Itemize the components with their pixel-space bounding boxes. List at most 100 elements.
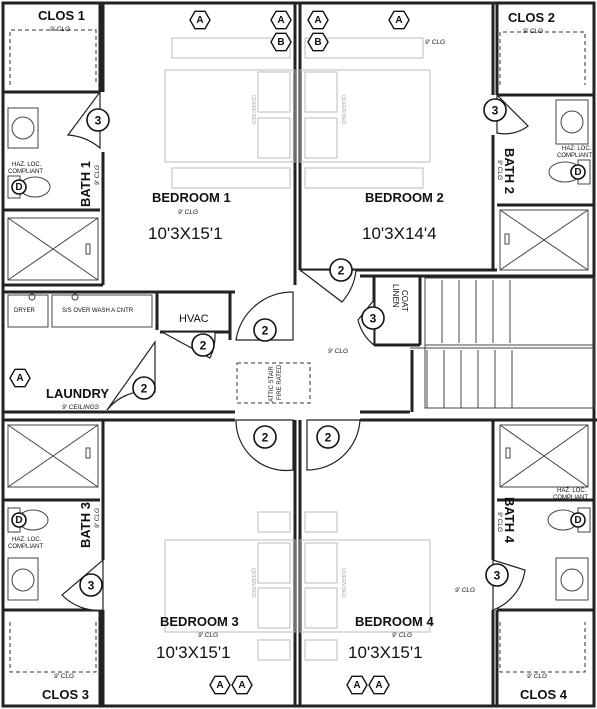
hvac-label: HVAC <box>179 313 209 325</box>
washer-label: S/S OVER WASH A CNTR <box>62 308 134 314</box>
svg-text:A: A <box>395 15 402 26</box>
door-tag-3-linen: 3 <box>361 306 385 330</box>
bedroom-1-label: BEDROOM 1 <box>152 190 231 205</box>
svg-text:A: A <box>238 680 245 691</box>
clos-1-label: CLOS 1 <box>38 8 85 23</box>
svg-text:A: A <box>196 15 203 26</box>
queen-bed-label-1: QUEEN BED <box>250 95 256 125</box>
stairs <box>410 277 595 412</box>
smoke-detector-bath-3: D <box>11 512 27 528</box>
linen-label: LINEN <box>391 284 400 308</box>
bedroom-2-clg: 9' CLG <box>425 39 445 46</box>
svg-text:A: A <box>277 15 284 26</box>
clos-2-label: CLOS 2 <box>508 10 555 25</box>
bedroom-4-clg-2: 9' CLG <box>455 587 475 594</box>
svg-text:D: D <box>574 515 581 526</box>
door-tag-3-bath-4: 3 <box>485 563 509 587</box>
svg-text:COMPLIANT: COMPLIANT <box>8 544 43 550</box>
svg-text:B: B <box>277 37 284 48</box>
door-tag-3-bath-3: 3 <box>79 573 103 597</box>
svg-text:2: 2 <box>141 382 148 396</box>
svg-text:HAZ. LOC.: HAZ. LOC. <box>562 146 592 152</box>
bed-bedroom-3: QUEEN BED <box>164 511 296 661</box>
bedroom-3-label: BEDROOM 3 <box>160 614 239 629</box>
window-tag-a-9: A <box>368 675 390 695</box>
door-tag-2-bedroom-2: 2 <box>329 258 353 282</box>
window-tag-a-8: A <box>346 675 368 695</box>
door-tag-2-hall-top: 2 <box>253 318 277 342</box>
clos-1-clg: 9' CLG <box>50 26 70 33</box>
clos-3-label: CLOS 3 <box>42 687 89 702</box>
svg-text:2: 2 <box>338 264 345 278</box>
bath-2-clg: 9' CLG <box>496 160 503 180</box>
dryer-label: DRYER <box>14 308 36 314</box>
bedroom-3-clg: 9' CLG <box>198 632 218 639</box>
bath-1-fixtures <box>7 107 51 199</box>
laundry-appliances: DRYER S/S OVER WASH A CNTR <box>7 293 153 328</box>
queen-bed-label-2: QUEEN BED <box>340 95 346 125</box>
svg-text:A: A <box>16 373 23 384</box>
svg-text:A: A <box>353 680 360 691</box>
svg-text:HAZ. LOC.: HAZ. LOC. <box>12 537 42 543</box>
smoke-detector-bath-2: D <box>570 164 586 180</box>
window-tag-a-3: A <box>307 10 329 30</box>
svg-text:A: A <box>314 15 321 26</box>
hall-clg: 9' CLG <box>328 348 348 355</box>
svg-text:2: 2 <box>262 431 269 445</box>
closet-rods <box>9 29 586 673</box>
window-tag-a-1: A <box>189 10 211 30</box>
window-tag-a-2: A <box>270 10 292 30</box>
svg-text:HAZ. LOC.: HAZ. LOC. <box>557 488 587 494</box>
door-tag-2-bedroom-4: 2 <box>316 425 340 449</box>
bedroom-3-dims: 10'3X15'1 <box>156 643 231 662</box>
door-tag-2-hvac: 2 <box>191 333 215 357</box>
door-tag-3-bath-1: 3 <box>86 108 110 132</box>
svg-text:2: 2 <box>262 324 269 338</box>
clos-4-clg: 9' CLG <box>527 673 547 680</box>
window-tag-a-7: A <box>231 675 253 695</box>
svg-text:3: 3 <box>494 569 501 583</box>
door-tag-2-laundry: 2 <box>132 376 156 400</box>
bed-bedroom-2: QUEEN BED <box>299 37 431 189</box>
svg-text:A: A <box>375 680 382 691</box>
coat-label: COAT <box>400 290 409 312</box>
queen-bed-label-3: QUEEN BED <box>250 568 256 598</box>
svg-text:HAZ. LOC.: HAZ. LOC. <box>12 162 42 168</box>
bedroom-4-dims: 10'3X15'1 <box>348 643 423 662</box>
svg-text:D: D <box>574 167 581 178</box>
svg-text:3: 3 <box>95 114 102 128</box>
smoke-detector-bath-1: D <box>11 179 27 195</box>
svg-text:3: 3 <box>88 579 95 593</box>
laundry-clg: 9' CEILINGS <box>62 404 100 411</box>
queen-bed-label-4: QUEEN BED <box>340 568 346 598</box>
attic-stair: ATTIC STAIR FIRE RATED <box>236 362 311 404</box>
bath-3-clg: 9' CLG <box>94 508 101 528</box>
svg-text:COMPLIANT: COMPLIANT <box>8 169 43 175</box>
window-tag-a-6: A <box>209 675 231 695</box>
smoke-detector-bath-4: D <box>570 512 586 528</box>
clos-3-clg: 9' CLG <box>54 673 74 680</box>
window-tag-b-1: B <box>270 32 292 52</box>
svg-text:D: D <box>15 515 22 526</box>
bath-1-clg: 9' CLG <box>94 165 101 185</box>
svg-text:B: B <box>314 37 321 48</box>
attic-fire-label: FIRE RATED <box>277 364 283 400</box>
svg-text:COMPLIANT: COMPLIANT <box>557 153 592 159</box>
shower-bath-4 <box>499 424 589 488</box>
bath-1-label: BATH 1 <box>78 161 93 207</box>
bath-2-label: BATH 2 <box>502 148 517 194</box>
window-tag-a-4: A <box>388 10 410 30</box>
svg-text:COMPLIANT: COMPLIANT <box>553 495 588 501</box>
bath-4-label: BATH 4 <box>502 497 517 544</box>
clos-2-clg: 9' CLG <box>523 28 543 35</box>
shower-bath-2 <box>499 209 589 271</box>
bath-3-label: BATH 3 <box>78 502 93 548</box>
haz-loc-notes: HAZ. LOC. COMPLIANT HAZ. LOC. COMPLIANT … <box>8 146 592 550</box>
shower-bath-1 <box>7 217 99 281</box>
door-tag-2-bedroom-3: 2 <box>253 425 277 449</box>
bed-bedroom-1: QUEEN BED <box>164 37 296 189</box>
window-tag-a-5: A <box>9 368 31 388</box>
shower-bath-3 <box>7 424 99 488</box>
